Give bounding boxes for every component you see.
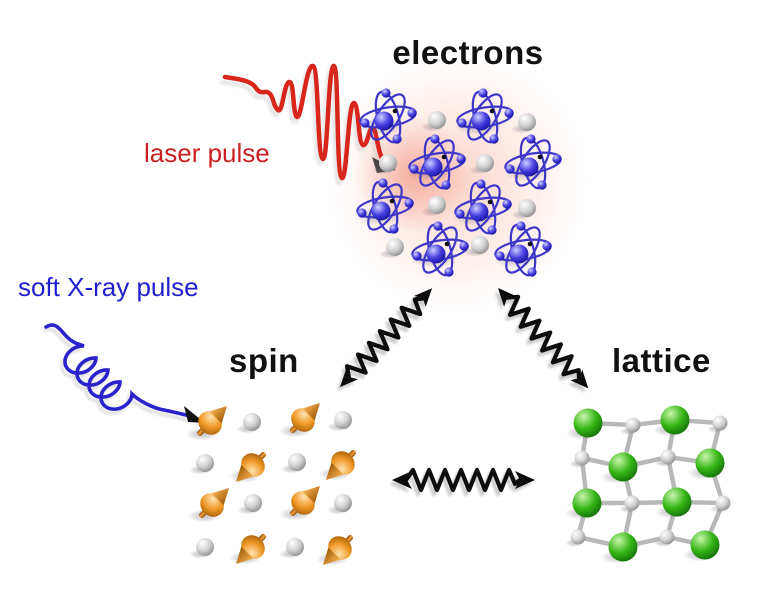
lattice-cluster (565, 405, 731, 564)
spin-down-icon (314, 527, 361, 574)
laser-pulse-label: laser pulse (144, 138, 270, 168)
ion-sphere-icon (237, 494, 262, 515)
lattice-atom-icon (565, 488, 602, 520)
lattice-ion-icon (565, 529, 586, 547)
lattice-ion-icon (569, 450, 590, 468)
xray-pulse-spiral (42, 323, 205, 423)
xray-pulse-label: soft X-ray pulse (18, 272, 199, 302)
ion-sphere-icon (189, 454, 214, 475)
ion-sphere-icon (281, 453, 306, 474)
coupling-arrow-spin-lattice (389, 470, 535, 494)
ion-sphere-icon (189, 538, 214, 559)
electrons-label: electrons (392, 34, 544, 71)
ion-sphere-icon (236, 413, 261, 434)
coupling-arrow-electrons-lattice (488, 282, 595, 398)
spin-up-icon (188, 479, 238, 526)
coupling-arrow-electrons-spin (330, 282, 438, 397)
lattice-atom-icon (688, 448, 725, 480)
ion-sphere-icon (279, 538, 304, 559)
spin-down-icon (227, 444, 274, 491)
spin-up-icon (279, 394, 329, 441)
spin-cluster (186, 394, 364, 574)
lattice-label: lattice (612, 342, 711, 379)
lattice-atom-icon (601, 532, 638, 564)
lattice-atom-icon (601, 452, 638, 484)
spin-down-icon (317, 442, 364, 489)
lattice-atom-icon (566, 408, 603, 440)
spin-label: spin (229, 342, 299, 379)
excitation-glow (328, 52, 588, 312)
lattice-atom-icon (683, 530, 720, 562)
spin-down-icon (227, 526, 274, 573)
ion-sphere-icon (327, 411, 352, 432)
lattice-bonds (575, 417, 726, 550)
spin-up-icon (279, 477, 329, 524)
ion-sphere-icon (327, 494, 352, 515)
